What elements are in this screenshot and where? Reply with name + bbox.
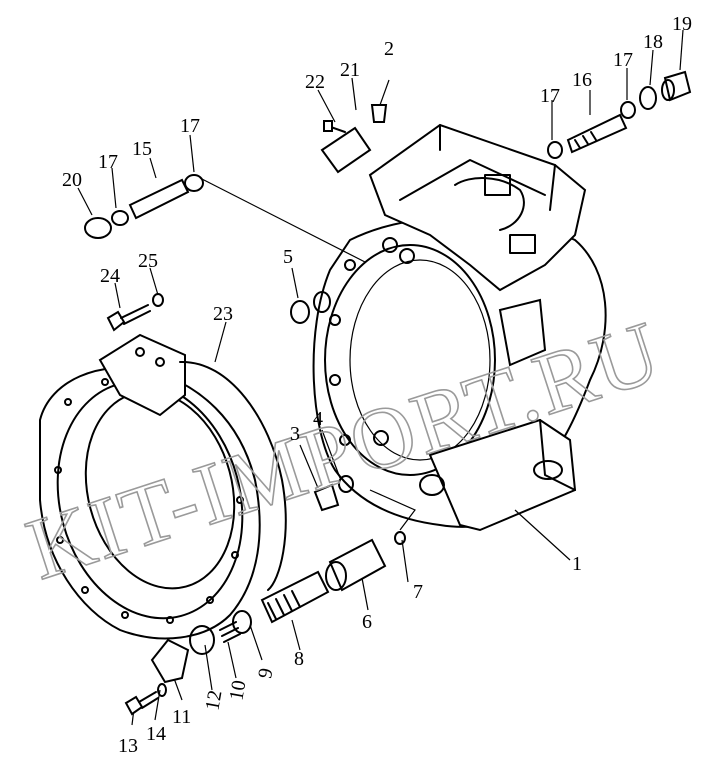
callout-23: 23	[213, 303, 233, 325]
callout-1: 1	[572, 553, 582, 575]
leader-lines	[77, 29, 684, 726]
callout-labels: 1 2 3 4 5 6 7 8 9 10 11 12 13 14 15 16 1…	[62, 13, 692, 757]
callout-24: 24	[100, 265, 120, 287]
callout-10: 10	[225, 679, 250, 703]
callout-9: 9	[254, 666, 277, 680]
callout-17-c: 17	[540, 85, 560, 107]
callout-13: 13	[118, 735, 138, 757]
callout-14: 14	[146, 723, 166, 745]
callout-6: 6	[362, 611, 372, 633]
callout-12: 12	[201, 689, 226, 713]
callout-18: 18	[643, 31, 663, 53]
callout-11: 11	[172, 706, 191, 728]
small-parts	[84, 70, 692, 716]
transmission-case	[312, 123, 607, 532]
callout-3: 3	[290, 423, 300, 445]
callout-19: 19	[672, 13, 692, 35]
callout-17-b: 17	[98, 151, 118, 173]
callout-17-d: 17	[613, 49, 633, 71]
callout-25: 25	[138, 250, 158, 272]
clutch-housing	[39, 333, 287, 640]
callout-8: 8	[294, 648, 304, 670]
callout-2: 2	[384, 38, 394, 60]
callout-20: 20	[62, 169, 82, 191]
callout-16: 16	[572, 69, 592, 91]
callout-21: 21	[340, 59, 360, 81]
callout-17-a: 17	[180, 115, 200, 137]
callout-7: 7	[413, 581, 423, 603]
callout-4: 4	[313, 408, 323, 430]
callout-15: 15	[132, 138, 152, 160]
callout-5: 5	[283, 246, 293, 268]
callout-22: 22	[305, 71, 325, 93]
